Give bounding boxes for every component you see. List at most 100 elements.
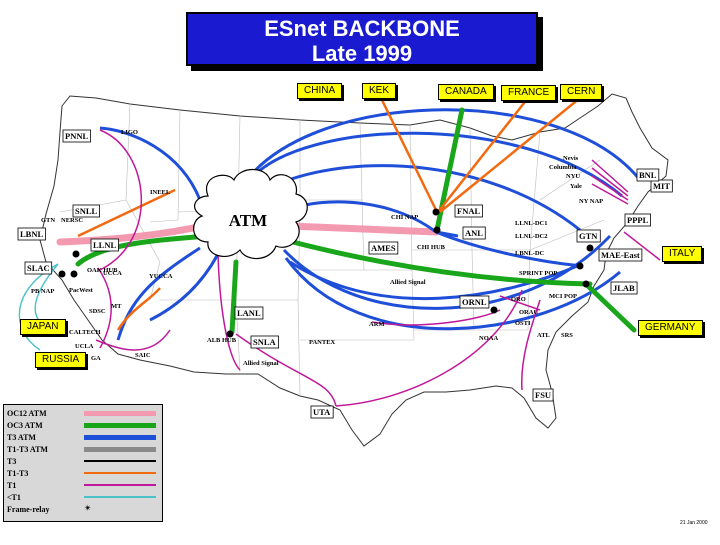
legend-swatch: [84, 472, 156, 474]
site-box: [90, 238, 119, 252]
site-box: [454, 204, 483, 218]
site-label: CHI NAP: [391, 214, 418, 221]
site-label: PB NAP: [31, 288, 54, 295]
site-box: [234, 306, 264, 320]
sub-t1-links: [18, 263, 59, 351]
legend-row: <T1: [7, 493, 21, 503]
hub-node: [432, 208, 440, 216]
site-label: LLNL-DC1: [515, 220, 548, 227]
intl-tag-italy: ITALY: [662, 246, 703, 262]
site-label: UCLA: [75, 343, 94, 350]
site-label: SPRINT POP: [519, 270, 557, 277]
site-label: MT: [111, 303, 122, 310]
site-label: SAIC: [135, 352, 151, 359]
site-label: INEEL: [150, 189, 171, 196]
site-box: [624, 213, 651, 227]
site-label: LBNL-DC: [515, 250, 545, 257]
site-label: MAE-East: [601, 250, 640, 260]
site-nts: NERSC: [61, 217, 83, 224]
t3-links: [99, 108, 642, 341]
site-label: LIGO: [121, 129, 138, 136]
site-label: SDSC: [89, 308, 106, 315]
site-box: [576, 229, 601, 243]
intl-tag-france: FRANCE: [501, 85, 557, 101]
site-label: GTN: [579, 231, 598, 241]
legend-swatch: [84, 496, 156, 498]
site-alb-hub: ALB HUB: [207, 337, 237, 344]
site-columbia: Columbia: [549, 164, 577, 171]
site-sprint-pop: SPRINT POP: [519, 270, 557, 277]
site-pnnl: PNNL: [62, 129, 91, 143]
site-uta: UTA: [310, 405, 334, 419]
site-oro: ORO: [511, 296, 526, 303]
intl-tag-cern: CERN: [560, 84, 603, 100]
site-oak-hub: OAK HUB: [87, 267, 118, 274]
site-box: [368, 241, 399, 255]
t1-t3-links: [77, 95, 581, 331]
legend-row: T1-T3 ATM: [7, 445, 48, 455]
site-label: LBNL: [20, 229, 43, 239]
site-ucla: UCLA: [75, 343, 94, 350]
site-label: CHI HUB: [417, 244, 446, 251]
site-label: SNLL: [75, 206, 98, 216]
site-box: [24, 261, 53, 275]
site-label: NOAA: [479, 335, 498, 342]
site-mit: MIT: [650, 179, 673, 193]
site-box: [459, 295, 490, 309]
site-label: GA: [91, 355, 101, 362]
legend-swatch: [84, 410, 156, 416]
site-gtn-e: GTN: [576, 229, 601, 243]
site-label: ALB HUB: [207, 337, 237, 344]
site-box: [598, 248, 643, 262]
site-nevis: Nevis: [563, 155, 579, 162]
t1-links: [95, 129, 661, 407]
site-label: ORAU: [519, 309, 538, 316]
site-box: [250, 335, 279, 349]
legend-label: T1-T3: [7, 469, 29, 478]
site-pb-nap: PB NAP: [31, 288, 54, 295]
site-label: UTA: [313, 407, 331, 417]
site-snll: SNLL: [72, 204, 100, 218]
site-bnl: BNL: [636, 168, 660, 182]
site-label: NY NAP: [579, 198, 603, 205]
legend-row: T1: [7, 481, 16, 491]
site-ucca: UCCA: [103, 270, 122, 277]
legend-label: Frame-relay: [7, 505, 50, 514]
site-label: GTN: [41, 217, 55, 224]
site-nyu: NYU: [566, 173, 580, 180]
site-label: SLAC: [27, 263, 50, 273]
hub-node: [70, 270, 78, 278]
site-ornl: ORNL: [459, 295, 490, 309]
site-llnl-dc1: LLNL-DC1: [515, 220, 548, 227]
hub-node: [586, 244, 594, 252]
site-label: PacWest: [69, 287, 94, 294]
site-jlab: JLAB: [610, 281, 638, 295]
site-label: Nevis: [563, 155, 579, 162]
site-ornl-dmz: ORAU: [519, 309, 538, 316]
site-label: LANL: [237, 308, 261, 318]
intl-tag-germany: GERMANY: [638, 320, 703, 336]
legend-label: T3: [7, 457, 17, 466]
intl-tag-japan: JAPAN: [20, 319, 66, 335]
site-pppl: PPPL: [624, 213, 651, 227]
hub-node: [490, 306, 498, 314]
site-lanl: LANL: [234, 306, 264, 320]
site-box: [650, 179, 673, 193]
site-label: FNAL: [457, 206, 480, 216]
atm-core-label: ATM: [229, 211, 267, 230]
legend-label: <T1: [7, 493, 21, 502]
site-allied-e: Allied Signal: [390, 279, 426, 286]
site-label: ORO: [511, 296, 526, 303]
site-label: PNNL: [65, 131, 88, 141]
site-snla: SNLA: [250, 335, 279, 349]
site-sdsc: SDSC: [89, 308, 106, 315]
site-label: Allied Signal: [243, 360, 279, 367]
hub-node: [433, 226, 441, 234]
site-box: [636, 168, 660, 182]
site-gtn-w: GTN: [41, 217, 55, 224]
site-arm: ARM: [369, 321, 385, 328]
site-lbnl: LBNL: [17, 227, 46, 241]
legend-row: T3: [7, 457, 16, 467]
